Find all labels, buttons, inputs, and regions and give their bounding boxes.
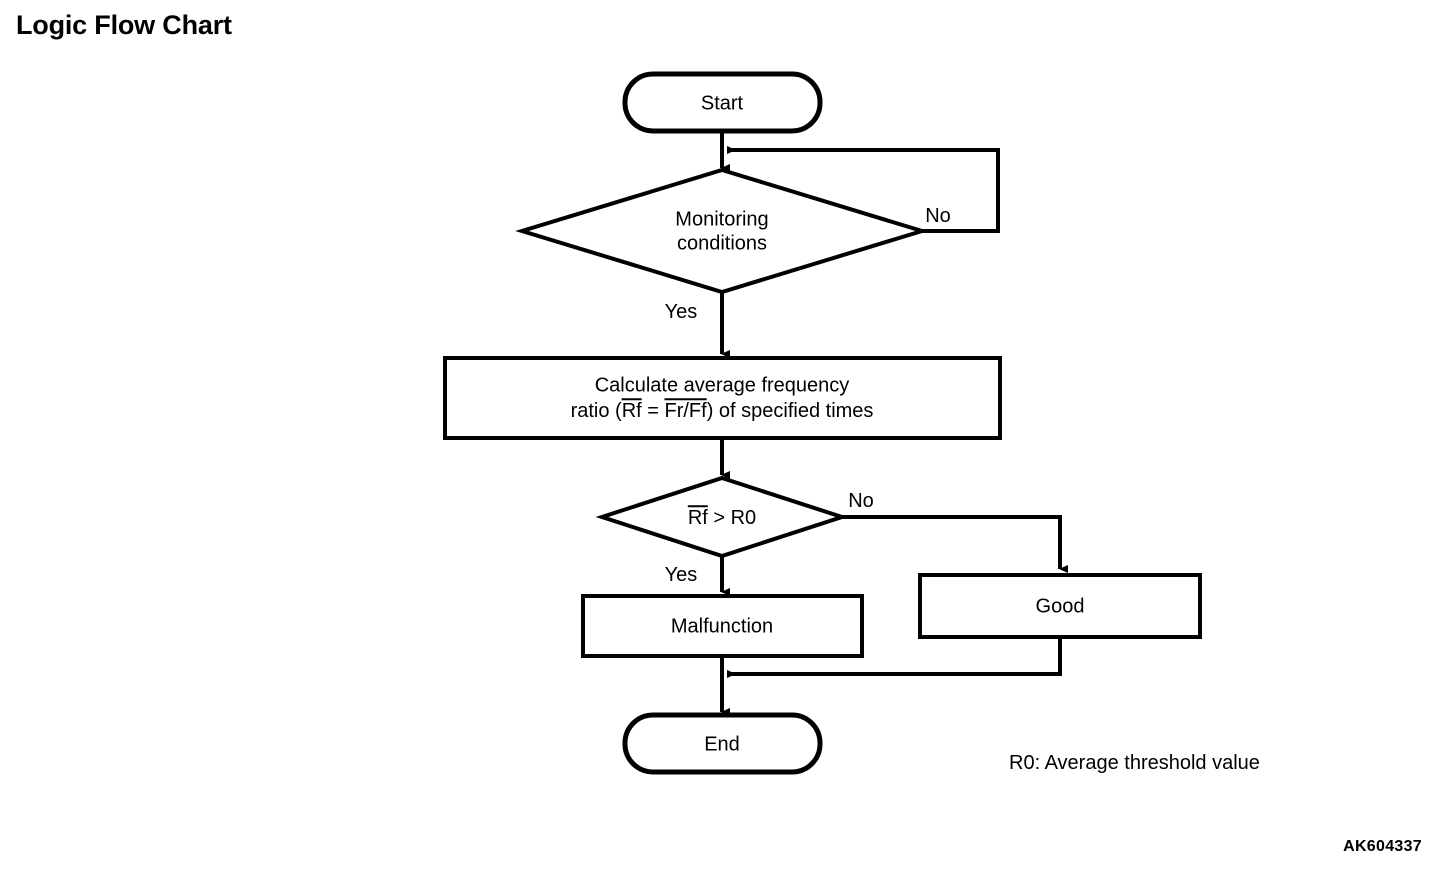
node-end[interactable]: End [622, 712, 823, 775]
page-title: Logic Flow Chart [16, 10, 232, 40]
calculate-line2-suffix: ) of specified times [707, 400, 874, 422]
calculate-line2-prefix: ratio ( [571, 400, 622, 422]
calculate-label-line1: Calculate average frequency [595, 374, 850, 396]
compare-label: Rf > R0 [688, 507, 756, 529]
edge-good-to-end-merge [727, 637, 1062, 678]
node-start[interactable]: Start [622, 71, 823, 134]
node-monitoring-conditions[interactable]: Monitoring conditions [515, 167, 929, 295]
calculate-line2-rf: Rf [622, 400, 642, 422]
node-compare-rf-r0[interactable]: Rf > R0 [595, 475, 849, 559]
node-good[interactable]: Good [918, 573, 1202, 639]
monitoring-label-line1: Monitoring [675, 208, 768, 230]
edge-monitoring-no-loop [727, 146, 1000, 233]
calculate-line2-equals: = [642, 400, 665, 422]
malfunction-label: Malfunction [671, 615, 773, 637]
compare-label-rest: > R0 [708, 507, 756, 529]
node-malfunction[interactable]: Malfunction [581, 594, 864, 658]
branch-label-monitoring-yes: Yes [665, 301, 698, 323]
start-label: Start [701, 92, 744, 114]
good-label: Good [1036, 595, 1085, 617]
monitoring-label-line2: conditions [677, 232, 767, 254]
calculate-line2-frff: Fr/Ff [664, 400, 707, 422]
reference-code: AK604337 [1343, 838, 1422, 855]
end-label: End [704, 733, 740, 755]
branch-label-compare-no: No [848, 490, 874, 512]
end-shape [622, 712, 823, 775]
malfunction-shape [581, 594, 864, 658]
monitoring-decision-shape [515, 167, 929, 295]
legend-note: R0: Average threshold value [1009, 752, 1260, 774]
good-shape [918, 573, 1202, 639]
branch-label-monitoring-no: No [925, 205, 951, 227]
calculate-label-line2: ratio (Rf = Fr/Ff) of specified times [571, 400, 874, 422]
node-calculate-average-frequency[interactable]: Calculate average frequency ratio (Rf = … [443, 356, 1002, 440]
edge-compare-no [842, 515, 1068, 573]
branch-label-compare-yes: Yes [665, 564, 698, 586]
calculate-shape [443, 356, 1002, 440]
compare-label-rf: Rf [688, 507, 708, 529]
